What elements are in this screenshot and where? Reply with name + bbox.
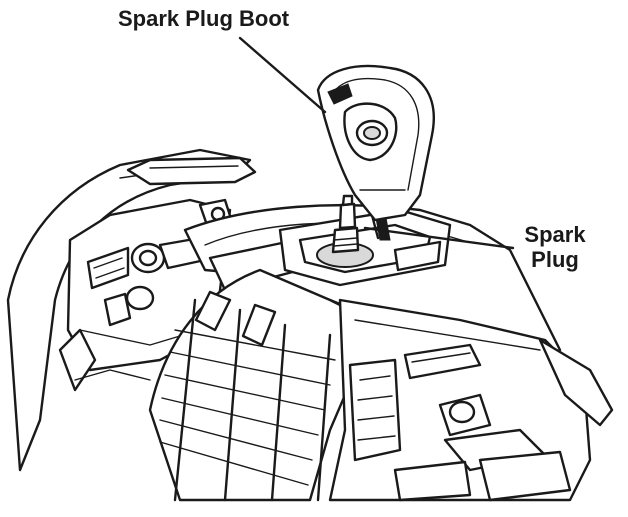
spark-plug-boot — [316, 64, 435, 222]
leader-lines — [238, 36, 515, 250]
spark-plug-label-line1: Spark — [524, 222, 586, 247]
rear-housing — [6, 148, 257, 472]
spark-plug-boot-label: Spark Plug Boot — [118, 6, 290, 31]
spark-plug-label: Spark Plug — [500, 222, 610, 272]
cylinder-top — [278, 208, 452, 287]
spark-plug — [331, 194, 360, 254]
boot-leader-line — [238, 36, 327, 114]
spark-plug-label-line2: Plug — [531, 247, 579, 272]
plug-leader-line — [363, 226, 515, 250]
cooling-fins — [159, 290, 336, 502]
right-housing — [328, 298, 614, 502]
